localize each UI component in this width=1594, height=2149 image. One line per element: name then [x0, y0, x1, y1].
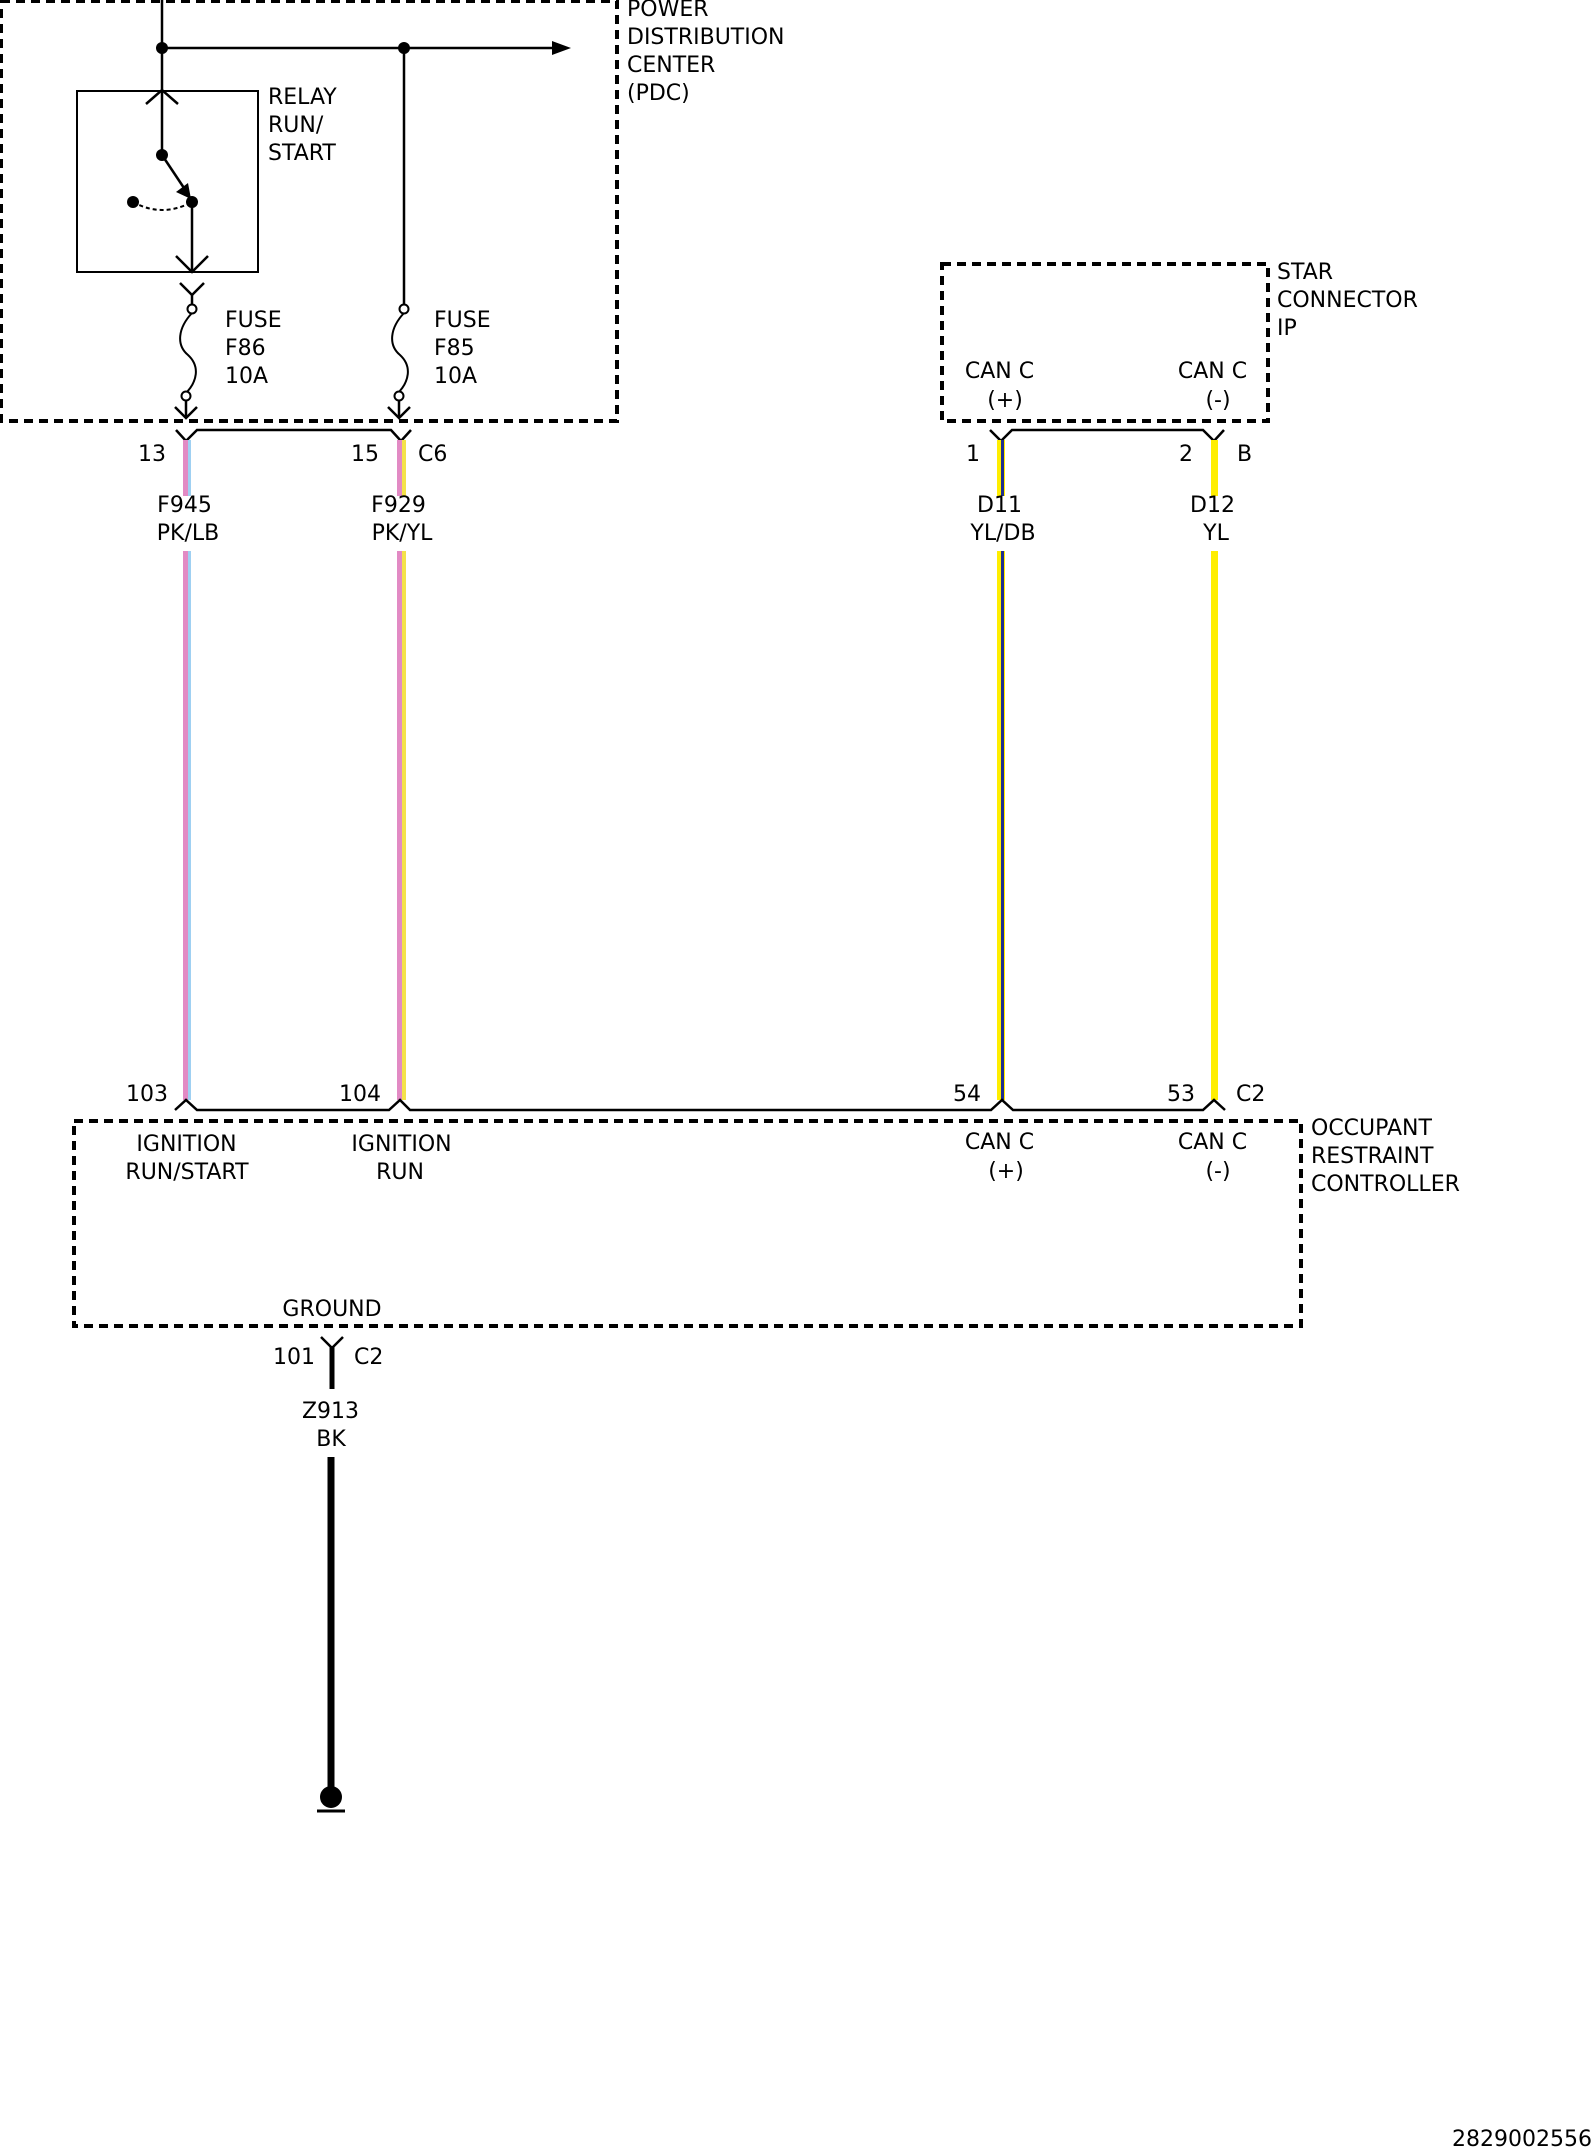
b-pin-1: 1 — [966, 442, 980, 467]
wire-d11-stripe-secondary — [1001, 440, 1004, 496]
connector-c2: 103 104 54 53 C2 — [126, 1082, 1265, 1112]
bus-continuation-arrow-icon — [552, 41, 571, 55]
fuse-f86: FUSE F86 10A — [174, 282, 289, 420]
c2-pin-104: 104 — [339, 1082, 381, 1107]
fuse-f85-label: FUSE F85 10A — [434, 308, 498, 389]
wire-f929-label: F929 PK/YL — [371, 493, 433, 546]
wire-d12-stripe-primary — [1211, 551, 1218, 1100]
ground-connector-name: C2 — [354, 1345, 383, 1370]
ground-terminal-icon — [320, 1786, 342, 1808]
wire-d11: D11 YL/DB — [969, 440, 1036, 1100]
wire-d12-stripe-primary — [1211, 440, 1218, 496]
ground-circuit: 101 C2 Z913 BK — [273, 1336, 383, 1813]
pdc-boundary — [0, 0, 619, 423]
c2-connector-name: C2 — [1236, 1082, 1265, 1107]
c6-connector-name: C6 — [418, 442, 447, 467]
wire-f945: F945 PK/LB — [157, 440, 219, 1100]
orc-title: OCCUPANT RESTRAINT CONTROLLER — [1311, 1116, 1460, 1197]
orc-pin-ignition-run-start-label: IGNITION RUN/START — [125, 1132, 249, 1185]
relay-box — [76, 90, 259, 273]
fuse-f85: FUSE F85 10A — [387, 48, 498, 420]
wire-f929-stripe-secondary — [402, 440, 406, 496]
c6-pin-15: 15 — [351, 442, 379, 467]
orc-pin-ground-label: GROUND — [282, 1297, 381, 1322]
relay-contact-arrow-icon — [176, 183, 191, 199]
c2-pin-103: 103 — [126, 1082, 168, 1107]
connector-icon — [174, 406, 198, 420]
occupant-restraint-controller: OCCUPANT RESTRAINT CONTROLLER IGNITION R… — [72, 1116, 1460, 1328]
wire-f945-stripe-primary — [183, 551, 188, 1100]
star-pin-can-pos-label: CAN C (+) — [965, 359, 1041, 413]
b-pin-2: 2 — [1179, 442, 1193, 467]
wire-f929-stripe-secondary — [402, 551, 406, 1100]
ground-pin-101: 101 — [273, 1345, 315, 1370]
orc-pin-ignition-run-label: IGNITION RUN — [351, 1132, 458, 1185]
c2-pin-53: 53 — [1167, 1082, 1195, 1107]
orc-pin-can-pos-label: CAN C (+) — [965, 1130, 1041, 1184]
wire-f945-stripe-secondary — [188, 440, 191, 496]
wire-f929: F929 PK/YL — [371, 440, 433, 1100]
wire-d12: D12 YL — [1190, 440, 1242, 1100]
wire-f929-stripe-primary — [397, 551, 402, 1100]
wire-f945-stripe-primary — [183, 440, 188, 496]
wire-d12-label: D12 YL — [1190, 493, 1242, 546]
connector-b: 1 2 B — [966, 428, 1252, 467]
b-connector-name: B — [1237, 442, 1252, 467]
wire-f945-stripe-secondary — [188, 551, 191, 1100]
pdc-module: POWER DISTRIBUTION CENTER (PDC) RELAY — [0, 0, 792, 423]
fuse-f86-label: FUSE F86 10A — [225, 308, 289, 389]
star-connector-title: STAR CONNECTOR IP — [1277, 260, 1425, 341]
relay-output-arrow-icon — [175, 255, 209, 274]
star-pin-can-neg-label: CAN C (-) — [1178, 359, 1254, 413]
connector-icon — [387, 406, 411, 420]
relay-terminal-arrow-icon — [145, 88, 179, 105]
pdc-title: POWER DISTRIBUTION CENTER (PDC) — [627, 0, 792, 106]
wire-f945-label: F945 PK/LB — [157, 493, 219, 546]
wire-z913-label: Z913 BK — [302, 1399, 366, 1452]
star-connector-boundary — [940, 262, 1270, 423]
wire-d11-label: D11 YL/DB — [969, 493, 1035, 546]
orc-boundary — [72, 1119, 1303, 1328]
orc-pin-can-neg-label: CAN C (-) — [1178, 1130, 1254, 1184]
relay-run-start: RELAY RUN/ START — [76, 48, 344, 274]
diagram-id: 2829002556 — [1452, 2127, 1592, 2149]
wire-d11-stripe-secondary — [1001, 551, 1004, 1100]
c2-pin-54: 54 — [953, 1082, 981, 1107]
wire-f929-stripe-primary — [397, 440, 402, 496]
connector-c6: 13 15 C6 — [138, 428, 447, 467]
c6-pin-13: 13 — [138, 442, 166, 467]
connector-icon — [179, 282, 205, 297]
relay-label: RELAY RUN/ START — [268, 85, 344, 166]
star-connector-ip: STAR CONNECTOR IP CAN C (+) CAN C (-) — [940, 260, 1425, 423]
